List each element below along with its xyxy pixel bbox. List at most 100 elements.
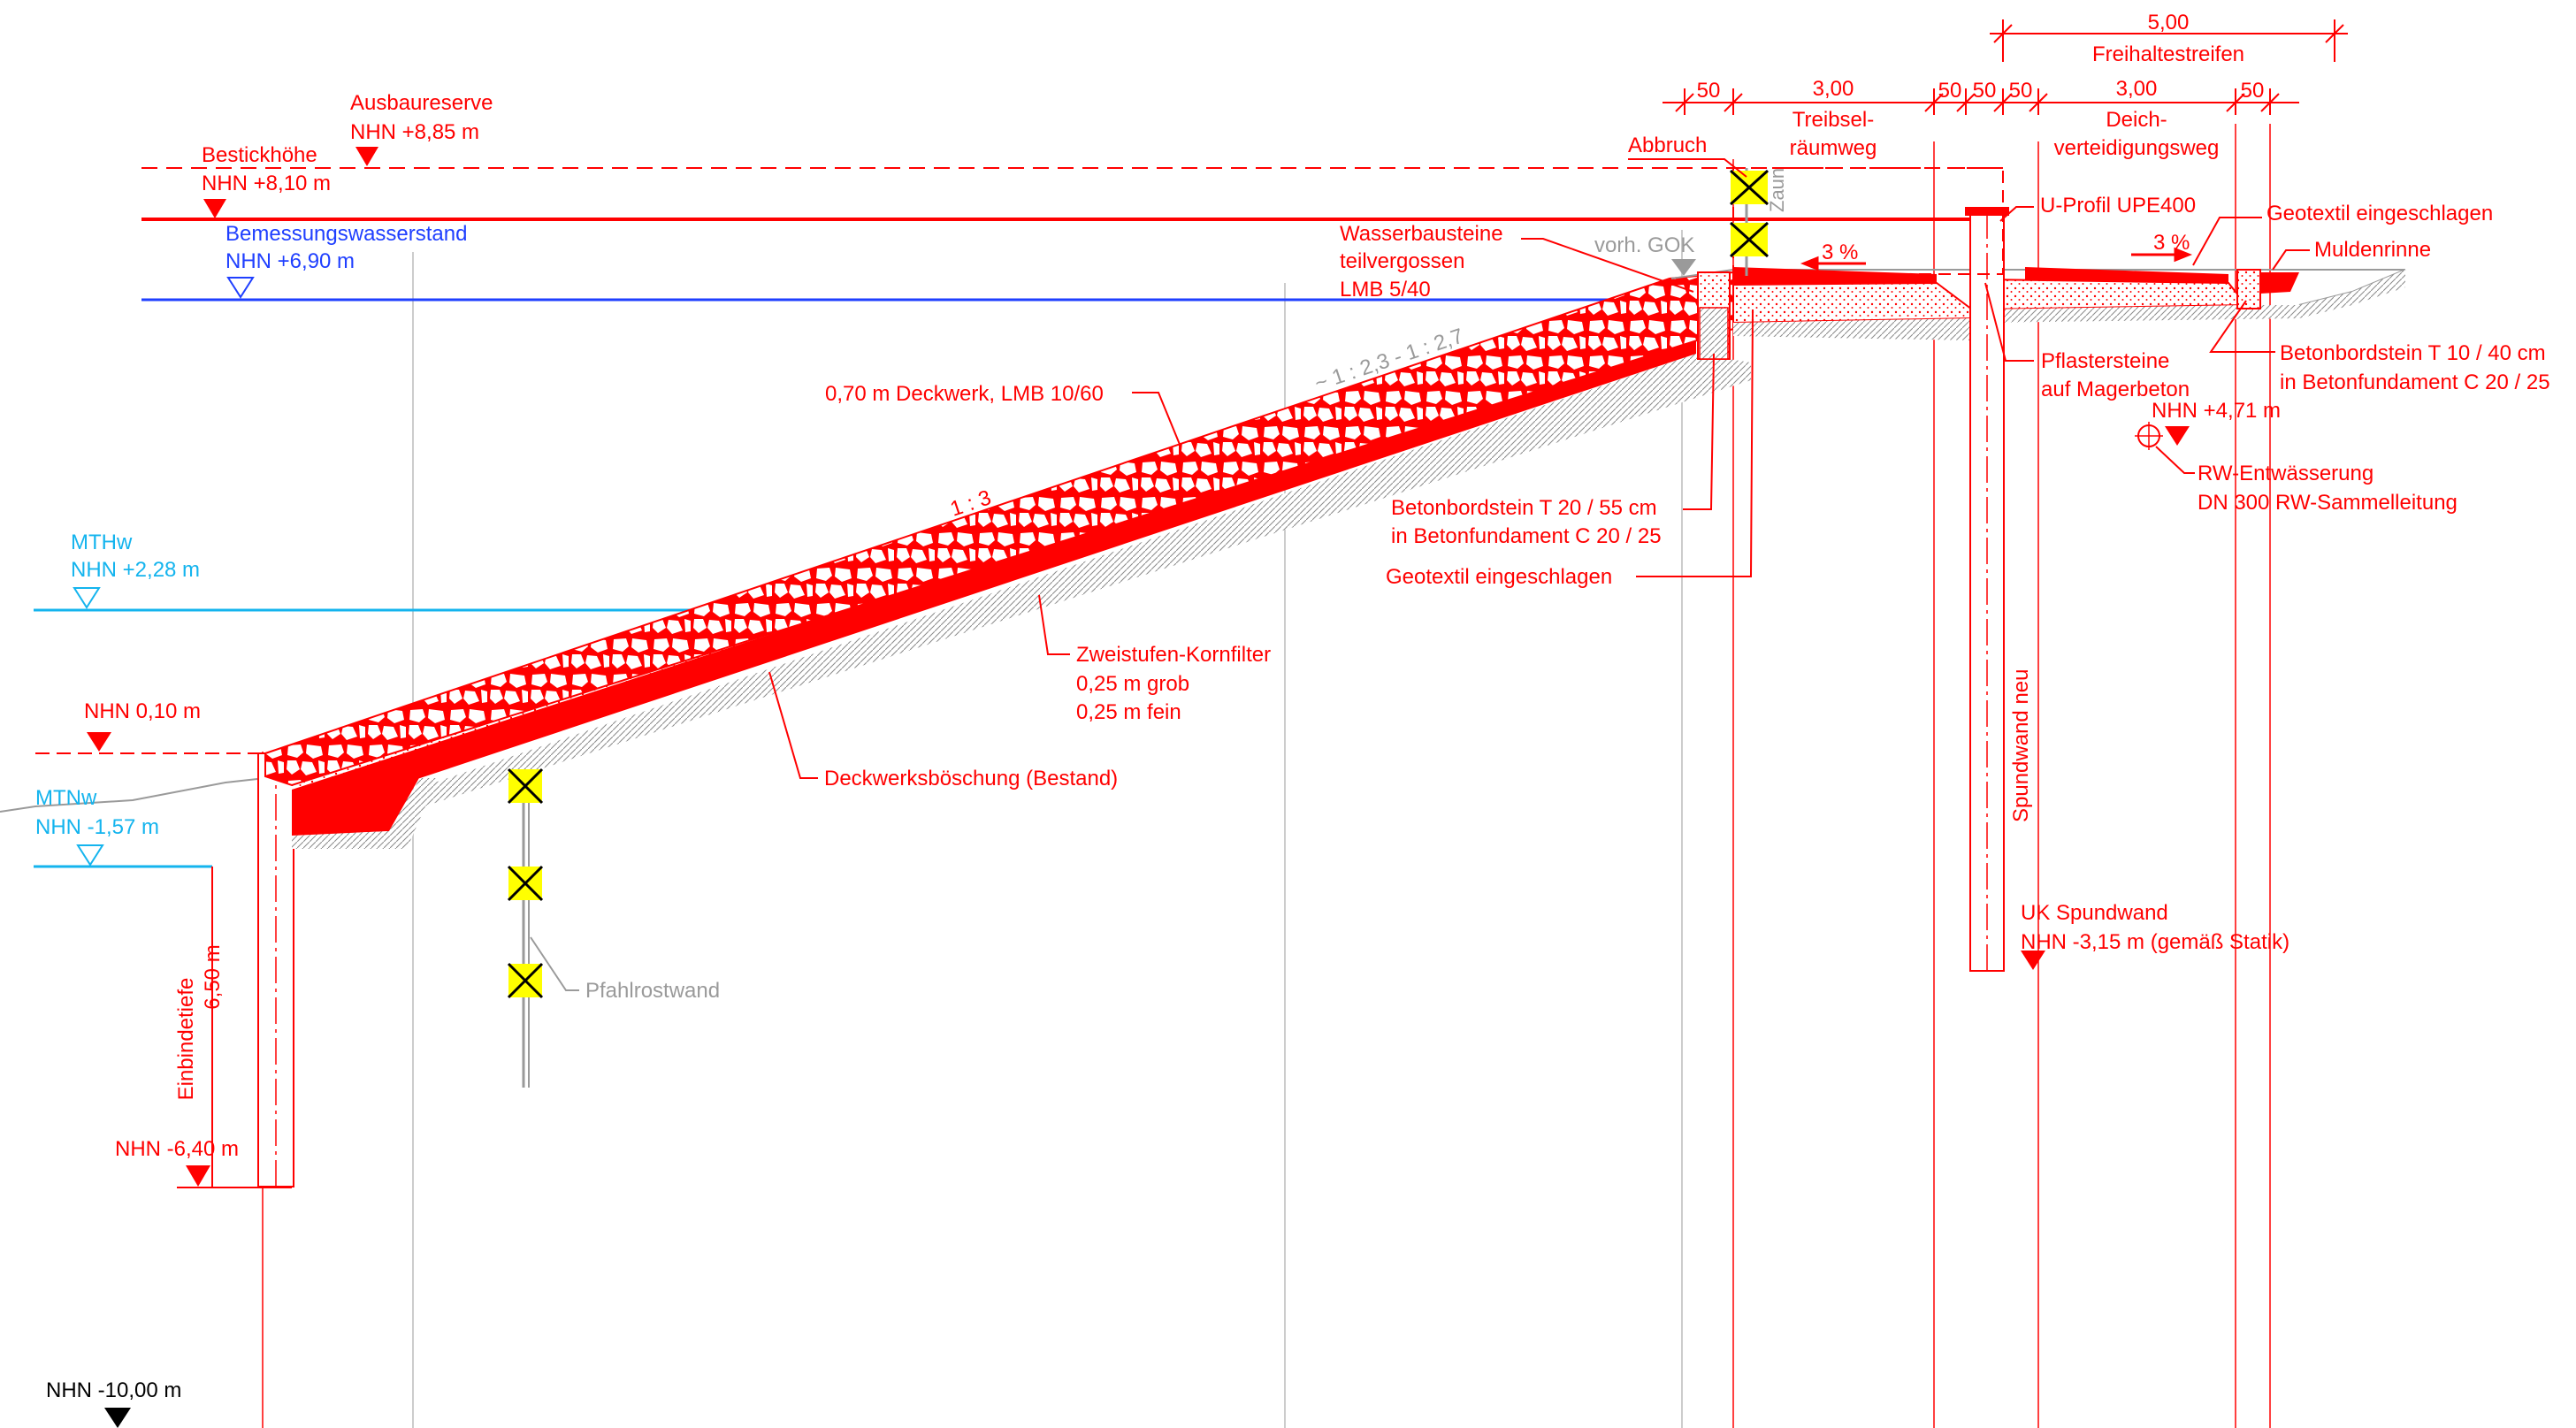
uprofil-label: U-Profil UPE400	[2040, 194, 2196, 218]
slope-left-arrow-icon	[1800, 256, 1866, 271]
bestickhoehe-value: NHN +8,10 m	[202, 172, 331, 195]
geotextil-left-leader	[1636, 309, 1754, 577]
deich-label-2: verteidigungsweg	[2054, 136, 2220, 160]
nhn-640-label: NHN -6,40 m	[115, 1137, 239, 1161]
einbindetiefe-value: 6,50 m	[201, 944, 225, 1009]
vorh-gok-triangle-icon	[1671, 259, 1696, 276]
slope-right-marker: 3 %	[2131, 231, 2193, 263]
einbindetiefe-title: Einbindetiefe	[174, 978, 198, 1101]
nhn-471-triangle-icon	[2165, 426, 2190, 446]
kornfilter-label-1: Zweistufen-Kornfilter	[1076, 643, 1271, 667]
bestickhoehe-title: Bestickhöhe	[202, 143, 317, 167]
slope-right-label: 3 %	[2153, 231, 2190, 255]
dim-50-a: 50	[1697, 79, 1721, 103]
nhn-1000-label: NHN -10,00 m	[46, 1378, 181, 1402]
kornfilter-leader	[1038, 594, 1070, 655]
dimension-chain-freihaltestreifen	[1990, 19, 2348, 62]
mthw-triangle-icon	[73, 587, 101, 609]
ausbaureserve-marker: Ausbaureserve NHN +8,85 m	[350, 91, 493, 166]
treibselweg-pavement	[1733, 267, 1937, 285]
pflaster-leader	[1984, 282, 2034, 362]
wasserbausteine-label-2: teilvergossen	[1340, 249, 1464, 273]
pfahlrostwand: Pfahlrostwand	[507, 767, 720, 1088]
betonbord-right-label-1: Betonbordstein T 10 / 40 cm	[2280, 341, 2546, 365]
wasserbausteine-label-3: LMB 5/40	[1340, 278, 1431, 302]
nhn-640-triangle-icon	[186, 1165, 210, 1187]
betonbord-left-label-2: in Betonfundament C 20 / 25	[1391, 524, 1662, 548]
demolition-x-icon-crest-1	[1729, 169, 1770, 206]
slope-left-label: 3 %	[1822, 241, 1858, 264]
mtnw-title: MTNw	[35, 786, 97, 810]
uk-spundwand-triangle-icon	[2021, 951, 2045, 970]
existing-slope-hatch	[292, 354, 1751, 849]
nhn-010-triangle-icon	[87, 732, 111, 752]
deichweg-base	[1980, 278, 2249, 311]
dim-50-c: 50	[1973, 79, 1997, 103]
existing-ground-line-left	[0, 777, 266, 813]
betonbord-right-label-2: in Betonfundament C 20 / 25	[2280, 370, 2550, 394]
treibsel-label-2: räumweg	[1790, 136, 1877, 160]
geotextil-right-label: Geotextil eingeschlagen	[2266, 202, 2493, 225]
freihaltestreifen-label: Freihaltestreifen	[2092, 42, 2244, 66]
wasserbausteine-label-1: Wasserbausteine	[1340, 222, 1503, 246]
mtnw-value: NHN -1,57 m	[35, 815, 159, 839]
geotextil-left-label: Geotextil eingeschlagen	[1386, 565, 1612, 589]
freihaltestreifen-value: 5,00	[2148, 11, 2190, 34]
bestickhoehe-marker: Bestickhöhe NHN +8,10 m	[202, 143, 331, 218]
crest-hatch-left	[1733, 318, 1972, 340]
abbruch-label: Abbruch	[1628, 134, 1707, 157]
ausbaureserve-triangle-icon	[355, 147, 378, 166]
demolition-x-icon-1	[507, 767, 544, 805]
betonbordstein-right	[2236, 269, 2261, 309]
zaun-label: Zaun	[1766, 168, 1788, 212]
bws-value: NHN +6,90 m	[225, 249, 355, 273]
deckwerksboeschung-label: Deckwerksböschung (Bestand)	[824, 767, 1118, 790]
slope-left-marker: 3 %	[1800, 241, 1866, 271]
rw-label-2: DN 300 RW-Sammelleitung	[2198, 491, 2458, 515]
betonbord-right-leader	[2209, 300, 2275, 353]
nhn-010-marker: NHN 0,10 m	[84, 699, 201, 752]
kornfilter-label-2: 0,25 m grob	[1076, 672, 1189, 696]
dimension-chain-crest	[1663, 88, 2299, 115]
pfahlrostwand-label: Pfahlrostwand	[585, 979, 720, 1003]
nhn-010-label: NHN 0,10 m	[84, 699, 201, 723]
uk-spundwand-label-2: NHN -3,15 m (gemäß Statik)	[2021, 930, 2289, 954]
u-profil-cap	[1965, 207, 2009, 216]
deckwerk-label: 0,70 m Deckwerk, LMB 10/60	[825, 382, 1104, 406]
dim-50-e: 50	[2241, 79, 2265, 103]
nhn-1000-triangle-icon	[104, 1408, 131, 1428]
kornfilter-label-3: 0,25 m fein	[1076, 700, 1181, 724]
filter-layer-red	[292, 332, 1696, 836]
dim-50-d: 50	[2009, 79, 2033, 103]
treibsel-label-1: Treibsel-	[1792, 108, 1874, 132]
nhn-471-label: NHN +4,71 m	[2152, 399, 2281, 423]
revetment	[264, 271, 1751, 849]
vorh-gok-marker: vorh. GOK	[1594, 233, 1696, 276]
toe-hatch	[292, 778, 438, 849]
wasserbausteine-leader	[1521, 238, 1694, 293]
muldenrinne-leader	[2272, 249, 2310, 271]
bestickhoehe-triangle-icon	[203, 199, 226, 218]
muldenrinne-shape	[2260, 272, 2299, 294]
deckwerksboeschung-leader	[768, 671, 818, 779]
demolition-x-icon-3	[507, 962, 544, 999]
vorh-gok-label: vorh. GOK	[1594, 233, 1694, 257]
mthw-title: MTHw	[71, 531, 133, 554]
mtnw-triangle-icon	[76, 844, 104, 867]
crest-structure	[1670, 167, 2406, 972]
crest-dashed-frame	[1732, 167, 2004, 275]
ausbaureserve-title: Ausbaureserve	[350, 91, 493, 115]
slope-right-arrow-icon	[2131, 247, 2193, 263]
spundwand-neu-label: Spundwand neu	[2009, 669, 2033, 822]
nhn-471-marker: NHN +4,71 m RW-Entwässerung DN 300 RW-Sa…	[2135, 399, 2458, 515]
betonbord-left-label-1: Betonbordstein T 20 / 55 cm	[1391, 496, 1657, 520]
deckwerk-leader	[1132, 392, 1181, 447]
revetment-toe	[292, 776, 420, 836]
dim-50-b: 50	[1938, 79, 1962, 103]
rw-label-1: RW-Entwässerung	[2198, 462, 2373, 485]
bws-triangle-icon	[226, 277, 255, 299]
uk-spundwand-label-1: UK Spundwand	[2021, 901, 2168, 925]
deichweg-pavement	[2025, 267, 2228, 283]
rw-leader	[2155, 446, 2195, 474]
